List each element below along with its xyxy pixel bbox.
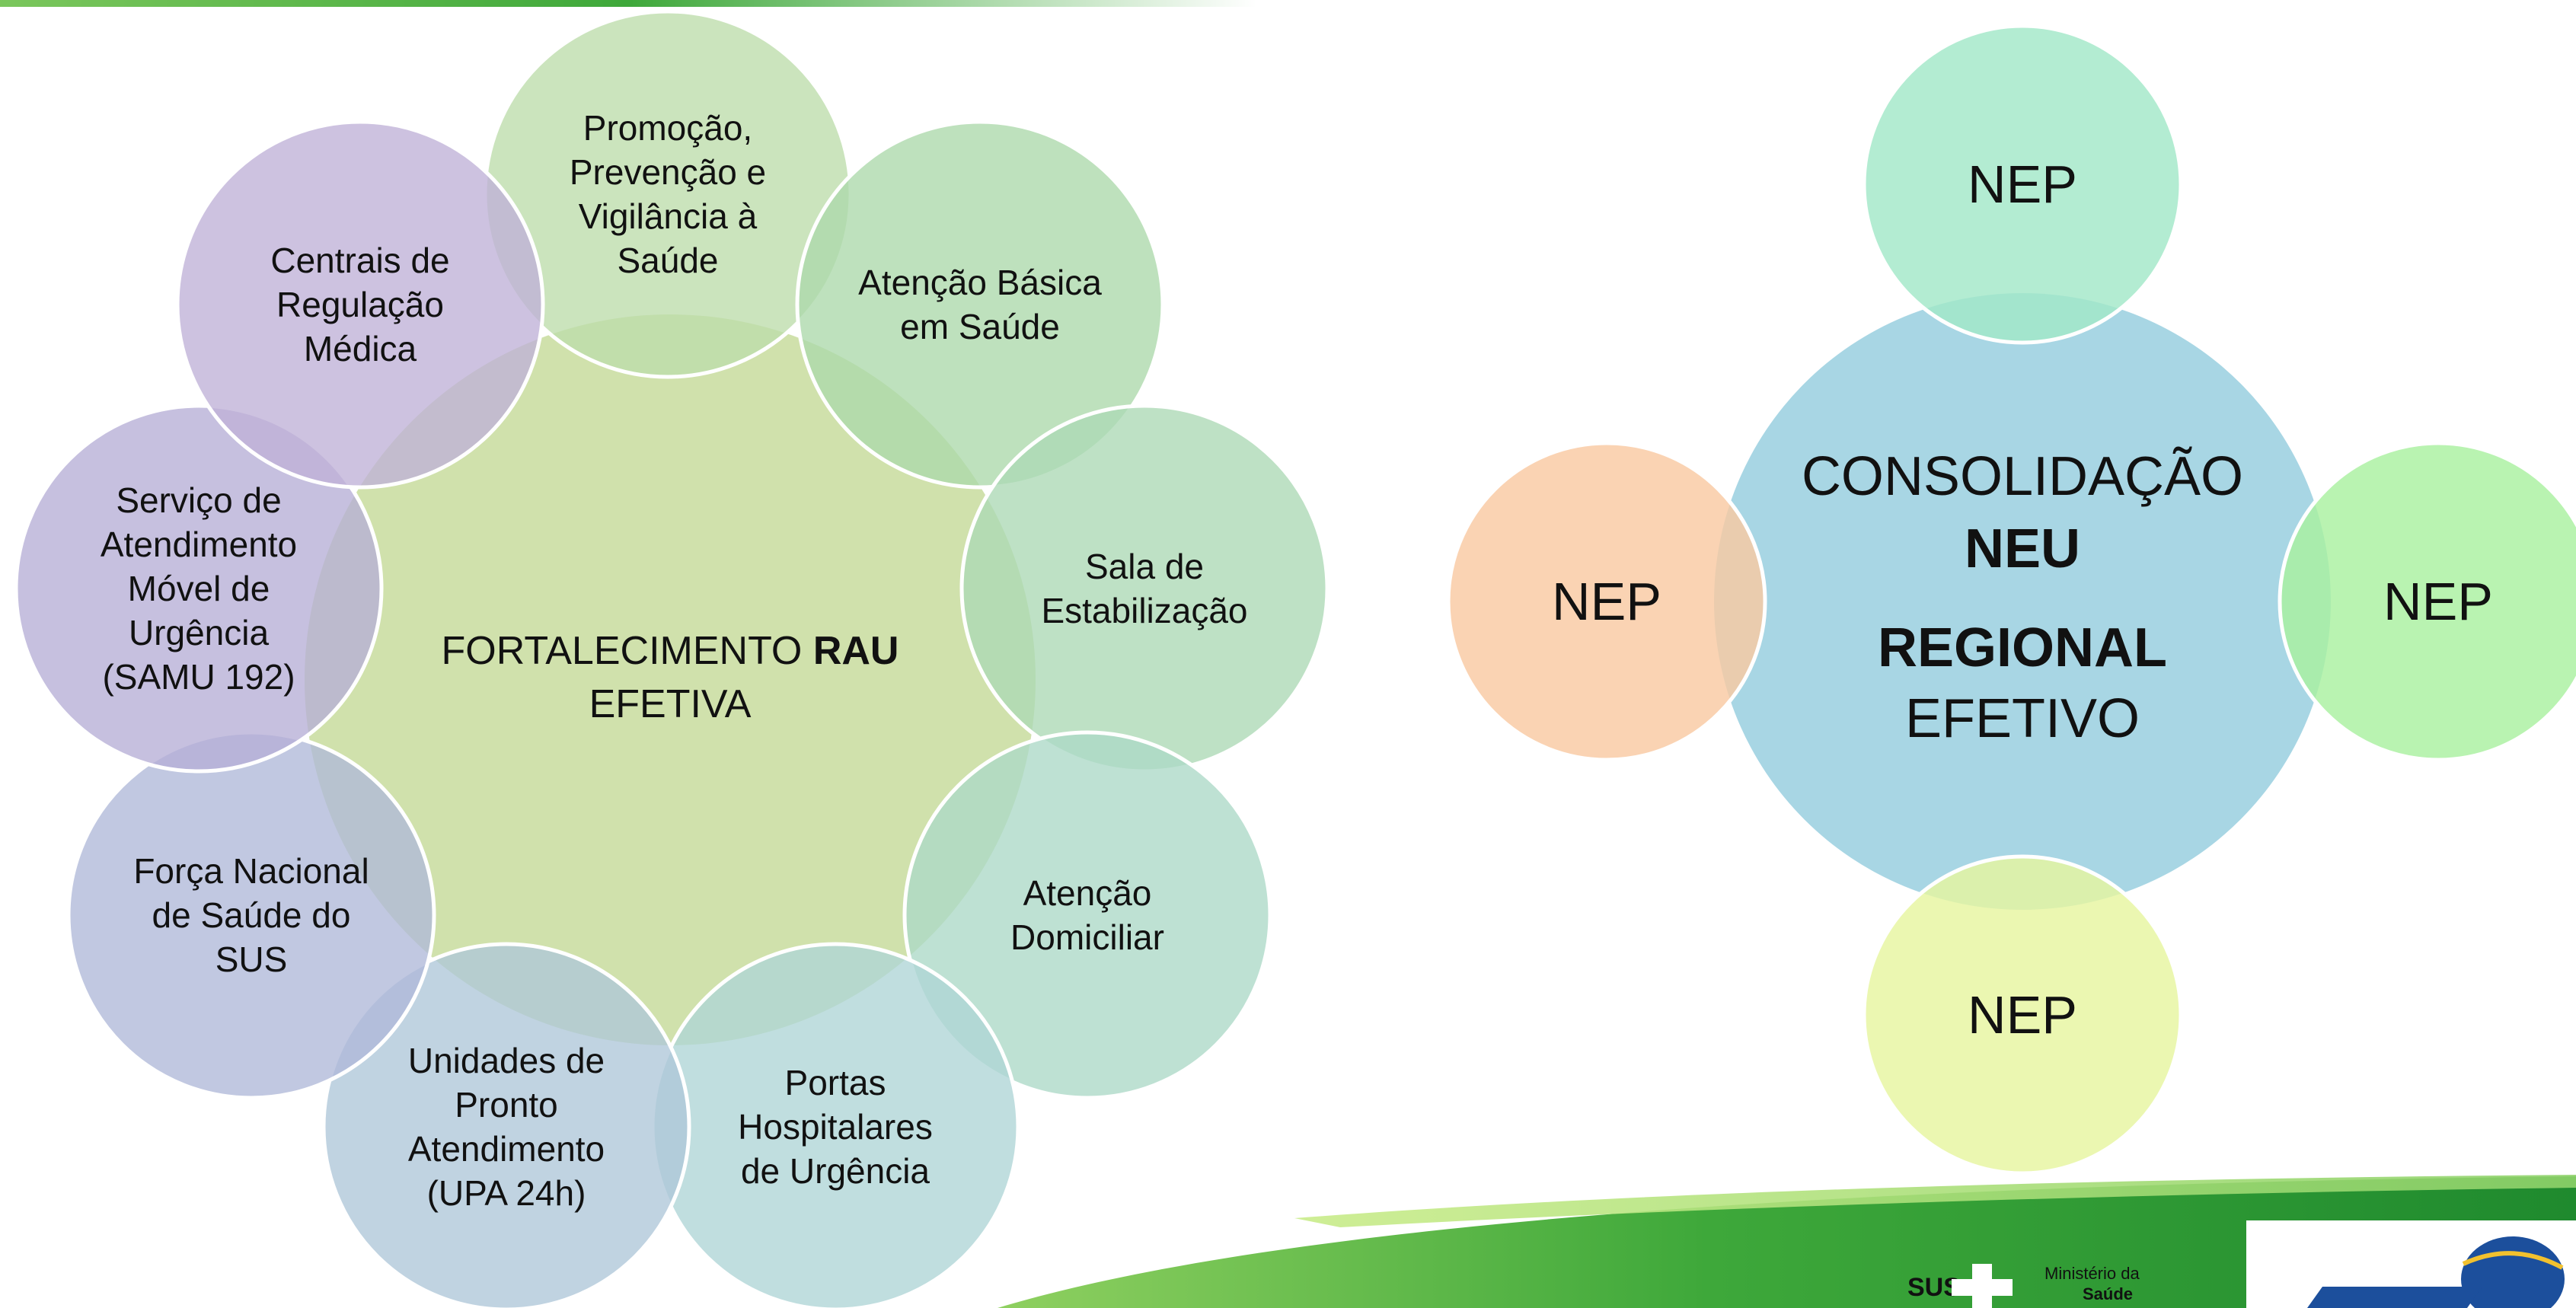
top-green-band xyxy=(0,0,1256,7)
rau-petal-label-line: Saúde xyxy=(617,241,718,280)
nep-circle xyxy=(1862,24,2183,345)
nep-label: NEP xyxy=(1552,572,1661,631)
rau-petal-label-line: Urgência xyxy=(129,613,270,652)
nep-label: NEP xyxy=(1968,155,2077,214)
neu-center-line3: REGIONAL xyxy=(1878,617,2167,678)
rau-petal-label-line: Força Nacional xyxy=(133,851,369,891)
nep-circle xyxy=(1446,441,1767,762)
rau-petal-label-line: Atenção xyxy=(1023,873,1152,913)
rau-petal-label-line: Móvel de xyxy=(128,569,270,608)
rau-petal-label-line: Domiciliar xyxy=(1010,917,1164,957)
rau-petal-label-line: Portas xyxy=(785,1063,886,1102)
nep-label: NEP xyxy=(1968,985,2077,1045)
neu-diagram: NEP NEP NEP NEP CONSOLIDAÇÃO NEU REGIONAL EFETI… xyxy=(1446,24,2576,1176)
rau-petal-label-line: Atenção Básica xyxy=(858,263,1102,302)
ministry-logo: Ministério da Saúde xyxy=(2045,1264,2140,1303)
sus-cross-icon xyxy=(1952,1264,2013,1308)
rau-center-label-line2: EFETIVA xyxy=(589,682,752,726)
rau-petal-label-line: (UPA 24h) xyxy=(427,1173,586,1213)
nep-circle xyxy=(2278,441,2576,762)
rau-petal-label-line: Unidades de xyxy=(408,1041,605,1080)
rau-petal-label-line: Vigilância à xyxy=(579,196,758,236)
neu-center-circle xyxy=(1714,293,2331,910)
rau-petal-label-line: (SAMU 192) xyxy=(102,657,295,697)
rau-petal-circle xyxy=(321,942,691,1308)
rau-petal-label-line: Hospitalares xyxy=(738,1107,933,1147)
nep-bottom: NEP xyxy=(1862,854,2183,1176)
nep-label: NEP xyxy=(2383,572,2493,631)
nep-circle xyxy=(1862,854,2183,1176)
rau-petal-label-line: de Saúde do xyxy=(152,895,351,935)
rau-petal-circle xyxy=(959,404,1329,774)
rau-petal-circle xyxy=(14,404,384,774)
rau-petal-label-line: de Urgência xyxy=(741,1151,930,1191)
rau-center-label-line1: FORTALECIMENTO RAU xyxy=(442,629,899,673)
rau-petal-label-line: Sala de xyxy=(1085,547,1204,586)
rau-petal-circle xyxy=(902,730,1272,1100)
rau-petal: Sala de Estabilização xyxy=(959,404,1329,774)
rau-center-circle xyxy=(305,314,1036,1045)
nep-top: NEP xyxy=(1862,24,2183,345)
rau-petal-label-line: SUS xyxy=(215,940,288,979)
rau-petal-label-line: Centrais de xyxy=(270,241,449,280)
brasil-logo-icon xyxy=(2246,1220,2576,1308)
rau-petal-label-line: Estabilização xyxy=(1041,591,1247,630)
bottom-green-swoosh xyxy=(998,1176,2576,1308)
neu-center-line4: EFETIVO xyxy=(1905,688,2140,749)
neu-center-line2: NEU xyxy=(1965,518,2080,579)
rau-petal: Atenção Básica em Saúde xyxy=(795,120,1165,490)
rau-petal-label-line: Pronto xyxy=(455,1085,558,1125)
ministry-line1: Ministério da xyxy=(2045,1264,2140,1283)
rau-petal-label-line: Médica xyxy=(304,329,417,368)
rau-petal-circle xyxy=(795,120,1165,490)
nep-right: NEP xyxy=(2278,441,2576,762)
nep-left: NEP xyxy=(1446,441,1767,762)
rau-petal-label-line: Promoção, xyxy=(583,108,752,148)
rau-petal-label-line: Serviço de xyxy=(116,480,281,520)
bottom-green-swoosh-highlight xyxy=(1294,1175,2576,1227)
rau-petal-label-line: em Saúde xyxy=(900,307,1060,346)
rau-petal-circle xyxy=(175,120,545,490)
rau-petal-label-line: Atendimento xyxy=(408,1129,605,1169)
sus-logo: SUS xyxy=(1907,1264,2013,1308)
neu-center-line1: CONSOLIDAÇÃO xyxy=(1802,446,2243,507)
rau-petal-label-line: Atendimento xyxy=(101,525,297,564)
rau-petal-label-line: Regulação xyxy=(276,285,444,324)
rau-petal-label-line: Prevenção e xyxy=(570,152,766,192)
ministry-line2: Saúde xyxy=(2083,1284,2133,1303)
